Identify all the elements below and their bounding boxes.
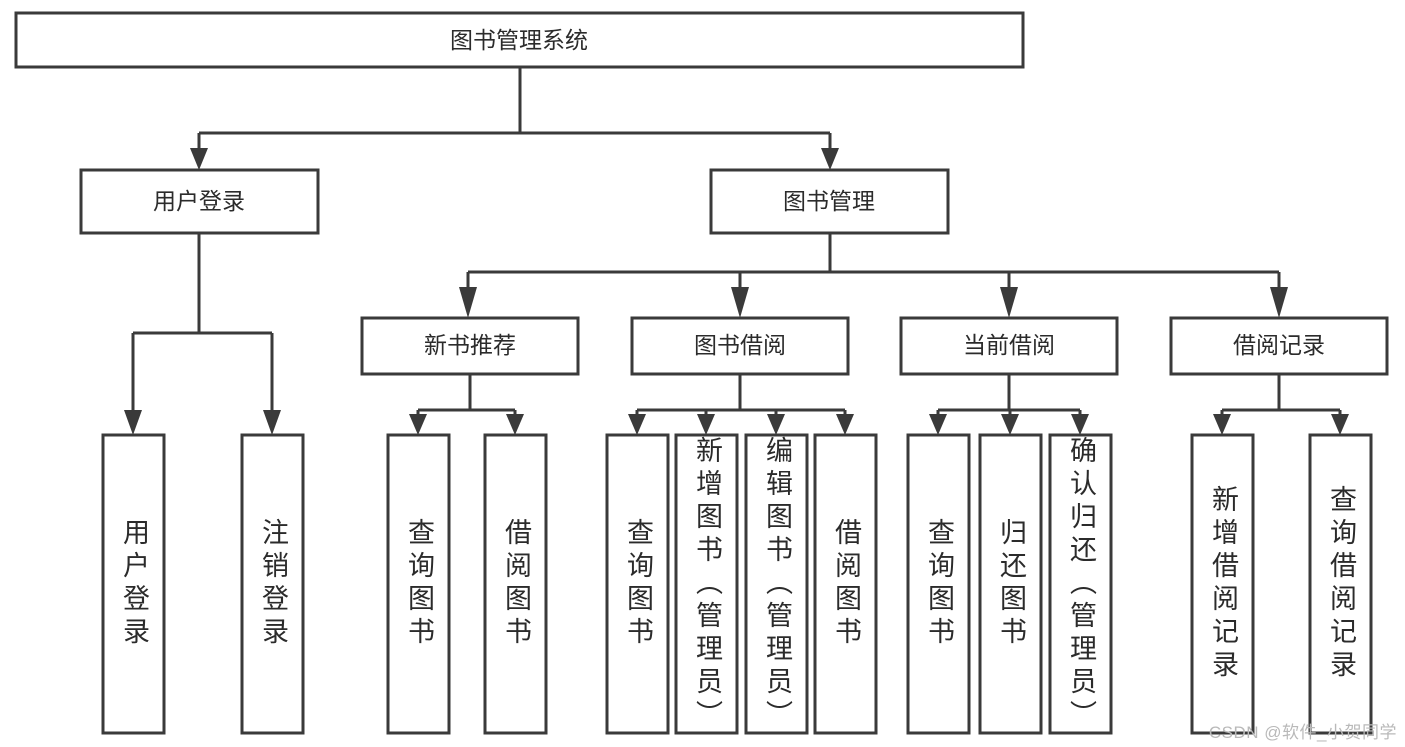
connector-group-new-book-recommend — [409, 374, 524, 435]
connector-group-current-borrow — [929, 374, 1089, 435]
node-borrow-record-label: 借阅记录 — [1233, 332, 1325, 358]
connector-group-book-borrow — [628, 374, 854, 435]
node-leaf-user-login[interactable] — [101, 433, 166, 735]
node-leaf-query-book-1-box[interactable] — [386, 433, 451, 735]
arrow-head-leaf-borrow-book-1 — [506, 414, 524, 435]
node-book-borrow-box[interactable] — [630, 316, 850, 376]
node-leaf-query-record-box[interactable] — [1308, 433, 1373, 735]
arrow-head-leaf-query-book-1 — [409, 414, 427, 435]
node-leaf-query-book-3-box[interactable] — [906, 433, 971, 735]
node-book-borrow-label: 图书借阅 — [694, 332, 786, 358]
connector-group-book-manage — [459, 233, 1288, 318]
node-leaf-confirm-return-box[interactable] — [1048, 433, 1113, 735]
arrow-head-leaf-query-record — [1331, 414, 1349, 435]
arrow-head-leaf-edit-book — [767, 414, 785, 435]
node-user-login-label: 用户登录 — [153, 188, 245, 214]
arrow-head-user-login — [190, 148, 208, 170]
node-leaf-user-login-box[interactable] — [101, 433, 166, 735]
arrow-head-current-borrow — [1000, 287, 1018, 318]
arrow-head-leaf-confirm-return — [1071, 414, 1089, 435]
node-leaf-query-record[interactable] — [1308, 433, 1373, 735]
arrow-head-leaf-logout-login — [263, 410, 281, 435]
arrow-head-leaf-add-record — [1213, 414, 1231, 435]
node-new-book-recommend[interactable]: 新书推荐 — [360, 316, 580, 376]
node-leaf-add-record-box[interactable] — [1190, 433, 1255, 735]
node-leaf-query-book-1[interactable] — [386, 433, 451, 735]
node-leaf-add-book-box[interactable] — [674, 433, 739, 735]
node-leaf-logout-login[interactable] — [240, 433, 305, 735]
connector-group-user-login — [124, 233, 281, 435]
node-leaf-return-book[interactable] — [978, 433, 1043, 735]
node-borrow-record-box[interactable] — [1169, 316, 1389, 376]
node-root-label: 图书管理系统 — [450, 27, 588, 53]
arrow-head-book-borrow — [731, 287, 749, 318]
node-user-login-box[interactable] — [79, 168, 320, 235]
node-leaf-edit-book-box[interactable] — [744, 433, 809, 735]
node-root[interactable]: 图书管理系统 — [14, 11, 1025, 69]
arrow-head-new-book-recommend — [459, 287, 477, 318]
node-leaf-borrow-book-1-box[interactable] — [483, 433, 548, 735]
arrow-head-leaf-user-login — [124, 410, 142, 435]
arrow-head-leaf-query-book-2 — [628, 414, 646, 435]
node-current-borrow-label: 当前借阅 — [963, 332, 1055, 358]
node-book-manage[interactable]: 图书管理 — [709, 168, 950, 235]
node-leaf-return-book-box[interactable] — [978, 433, 1043, 735]
node-root-box[interactable] — [14, 11, 1025, 69]
node-leaf-borrow-book-2-box[interactable] — [813, 433, 878, 735]
node-new-book-recommend-label: 新书推荐 — [424, 332, 516, 358]
arrow-head-leaf-query-book-3 — [929, 414, 947, 435]
arrow-head-book-manage — [821, 148, 839, 170]
node-leaf-logout-login-box[interactable] — [240, 433, 305, 735]
node-leaf-add-record[interactable] — [1190, 433, 1255, 735]
arrow-head-leaf-add-book — [697, 414, 715, 435]
node-current-borrow[interactable]: 当前借阅 — [899, 316, 1119, 376]
node-user-login[interactable]: 用户登录 — [79, 168, 320, 235]
arrow-head-leaf-return-book — [1001, 414, 1019, 435]
node-leaf-borrow-book-2[interactable] — [813, 433, 878, 735]
node-leaf-confirm-return[interactable] — [1048, 433, 1113, 735]
node-leaf-borrow-book-1[interactable] — [483, 433, 548, 735]
node-leaf-edit-book[interactable] — [744, 433, 809, 735]
arrow-head-borrow-record — [1270, 287, 1288, 318]
arrow-head-leaf-borrow-book-2 — [836, 414, 854, 435]
node-borrow-record[interactable]: 借阅记录 — [1169, 316, 1389, 376]
node-book-manage-label: 图书管理 — [783, 188, 875, 214]
node-leaf-query-book-2[interactable] — [605, 433, 670, 735]
node-book-manage-box[interactable] — [709, 168, 950, 235]
connector-group-root — [190, 67, 839, 170]
node-new-book-recommend-box[interactable] — [360, 316, 580, 376]
connector-group-borrow-record — [1213, 374, 1349, 435]
csdn-watermark: CSDN @软件_小贺同学 — [1208, 723, 1397, 742]
node-leaf-query-book-2-box[interactable] — [605, 433, 670, 735]
node-current-borrow-box[interactable] — [899, 316, 1119, 376]
node-leaf-add-book[interactable] — [674, 433, 739, 735]
node-leaf-query-book-3[interactable] — [906, 433, 971, 735]
node-book-borrow[interactable]: 图书借阅 — [630, 316, 850, 376]
